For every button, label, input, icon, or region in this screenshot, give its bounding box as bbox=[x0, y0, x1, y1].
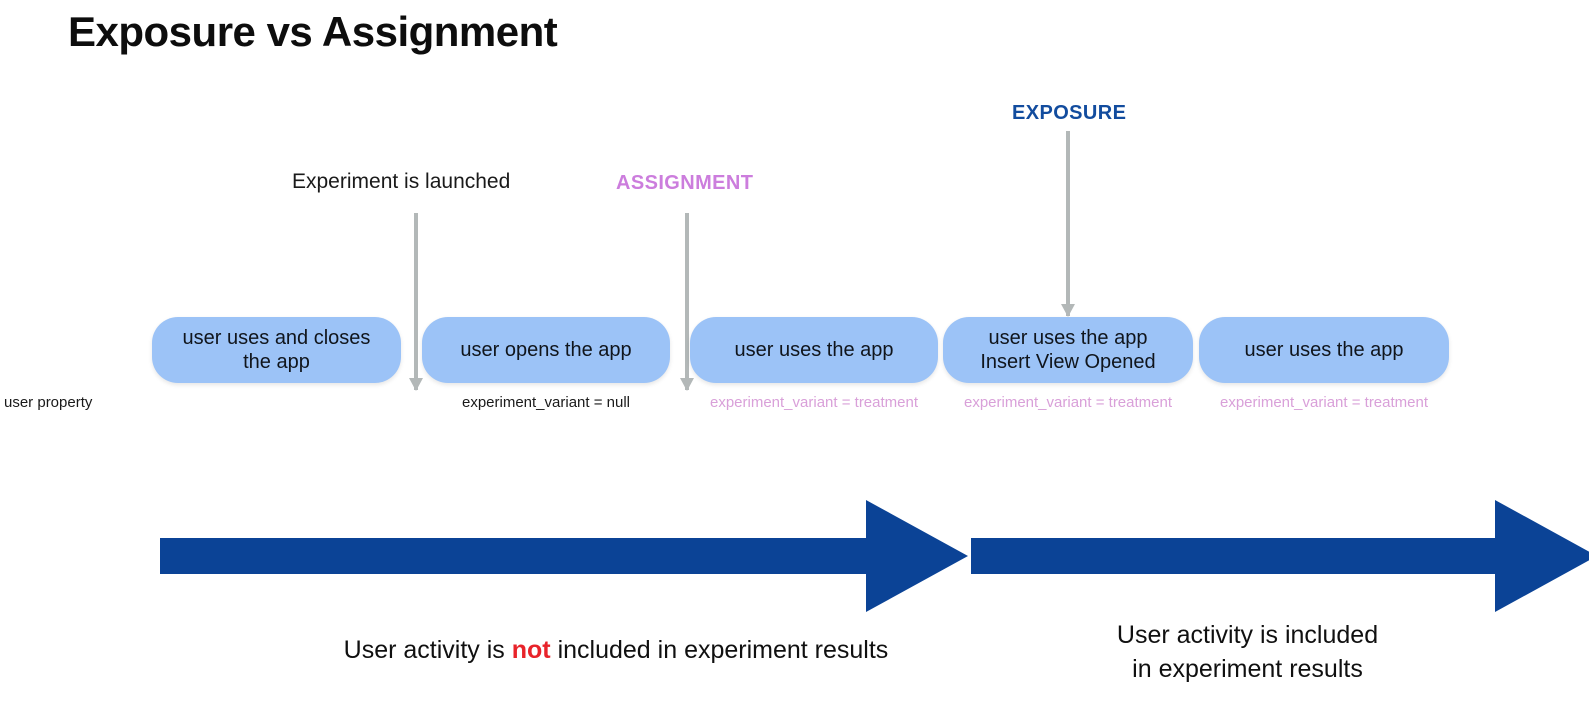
variant-caption-3: experiment_variant = treatment bbox=[709, 394, 919, 411]
connector-shaft bbox=[1066, 131, 1070, 316]
step-box-label: user opens the app bbox=[460, 338, 632, 361]
page-title: Exposure vs Assignment bbox=[68, 8, 558, 55]
connector-arrowhead bbox=[409, 378, 423, 391]
variant-caption-5: experiment_variant = treatment bbox=[1219, 394, 1429, 411]
connector-shaft bbox=[685, 213, 689, 390]
caption-line-1: User activity is included bbox=[1116, 621, 1379, 649]
caption-emphasis-not: not bbox=[511, 636, 551, 664]
step-box-4[interactable]: user uses the app Insert View Opened bbox=[943, 317, 1193, 383]
connector-arrowhead bbox=[1061, 304, 1075, 317]
step-box-2[interactable]: user opens the app bbox=[422, 317, 670, 383]
step-box-label: user uses and closes the app bbox=[182, 326, 371, 373]
caption-line-2: in experiment results bbox=[1132, 654, 1363, 683]
step-box-1[interactable]: user uses and closes the app bbox=[152, 317, 401, 383]
step-box-3[interactable]: user uses the app bbox=[690, 317, 938, 383]
caption-prefix: User activity is bbox=[343, 636, 512, 664]
annotation-assignment: ASSIGNMENT bbox=[616, 172, 754, 194]
step-box-label: user uses the app bbox=[734, 338, 894, 361]
step-box-5[interactable]: user uses the app bbox=[1199, 317, 1449, 383]
connector-arrowhead bbox=[680, 378, 694, 391]
connector-arrow-assignment bbox=[680, 213, 694, 391]
step-box-label: user uses the app Insert View Opened bbox=[980, 326, 1156, 373]
timeline-arrow-excluded bbox=[160, 500, 968, 612]
connector-shaft bbox=[414, 213, 418, 390]
variant-caption-4: experiment_variant = treatment bbox=[963, 394, 1173, 411]
variant-caption-2: experiment_variant = null bbox=[461, 394, 630, 411]
annotation-experiment-launched: Experiment is launched bbox=[292, 170, 511, 193]
user-property-label: user property bbox=[4, 394, 93, 411]
caption-suffix: included in experiment results bbox=[550, 636, 889, 664]
timeline-arrow-included bbox=[971, 500, 1589, 612]
timeline-caption-included: User activity is included in experiment … bbox=[1020, 619, 1475, 687]
timeline-caption-excluded: User activity is not included in experim… bbox=[180, 634, 1052, 668]
connector-arrow-exposure bbox=[1061, 131, 1075, 317]
connector-arrow-experiment-launched bbox=[409, 213, 423, 391]
step-box-label: user uses the app bbox=[1244, 338, 1404, 361]
annotation-exposure: EXPOSURE bbox=[1012, 102, 1127, 124]
